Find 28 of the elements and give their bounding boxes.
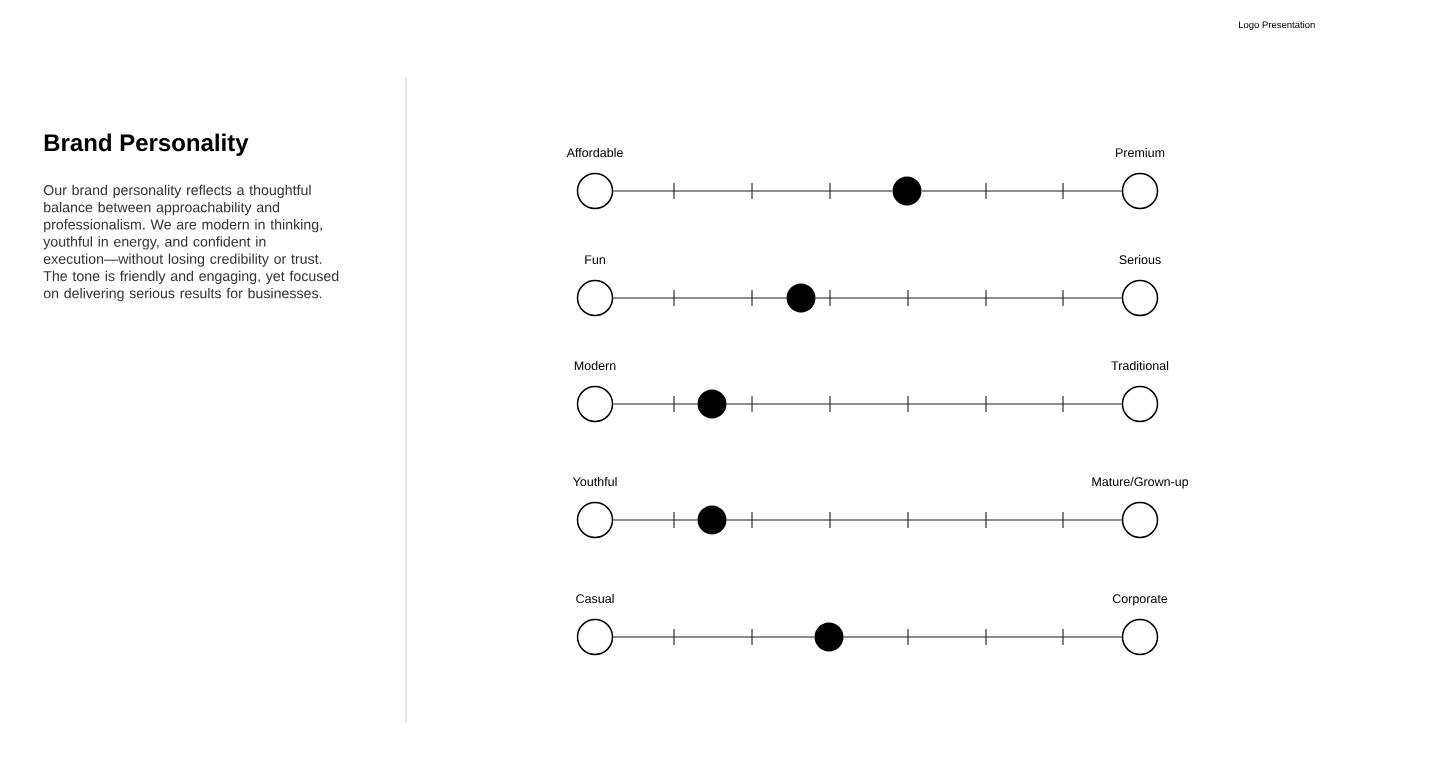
scale-line — [726, 403, 1123, 405]
pole-label: Youthful — [572, 476, 617, 487]
scale-line — [612, 403, 698, 405]
pole-label: Traditional — [1111, 360, 1169, 371]
pole-label: Fun — [585, 255, 605, 265]
pole-label: Affordable — [566, 147, 623, 158]
scale-line — [726, 519, 1123, 521]
pole-label: Casual — [576, 593, 614, 604]
scale-line — [612, 519, 698, 521]
page-title: Brand Personality — [44, 133, 249, 156]
pole-label: Premium — [1116, 147, 1165, 158]
position-dot — [786, 283, 816, 313]
scale-line — [843, 636, 1123, 638]
scale-line — [612, 190, 893, 192]
pole-label: Corporate — [1112, 594, 1168, 606]
header-label: Logo Presentation — [1239, 21, 1315, 30]
position-dot — [814, 622, 844, 652]
pole-label: Modern — [574, 360, 616, 371]
scale-line — [612, 297, 787, 299]
scale-line — [612, 636, 815, 638]
body-paragraph: Our brand personality reflects a thoughtful balance between approachability and professionalism. We are modern in thinking, youthful in energy, and confident in execution—without losing credibility or trust. The tone is friendly and engaging, yet focused on delivering serious results for businesses. — [43, 184, 339, 302]
scale-line — [815, 297, 1123, 299]
position-dot — [697, 389, 727, 419]
pole-label: Serious — [1119, 254, 1161, 265]
scale-line — [921, 190, 1123, 192]
pole-label: Mature/Grown-up — [1092, 476, 1189, 489]
position-dot — [892, 176, 922, 206]
position-dot — [697, 505, 727, 535]
